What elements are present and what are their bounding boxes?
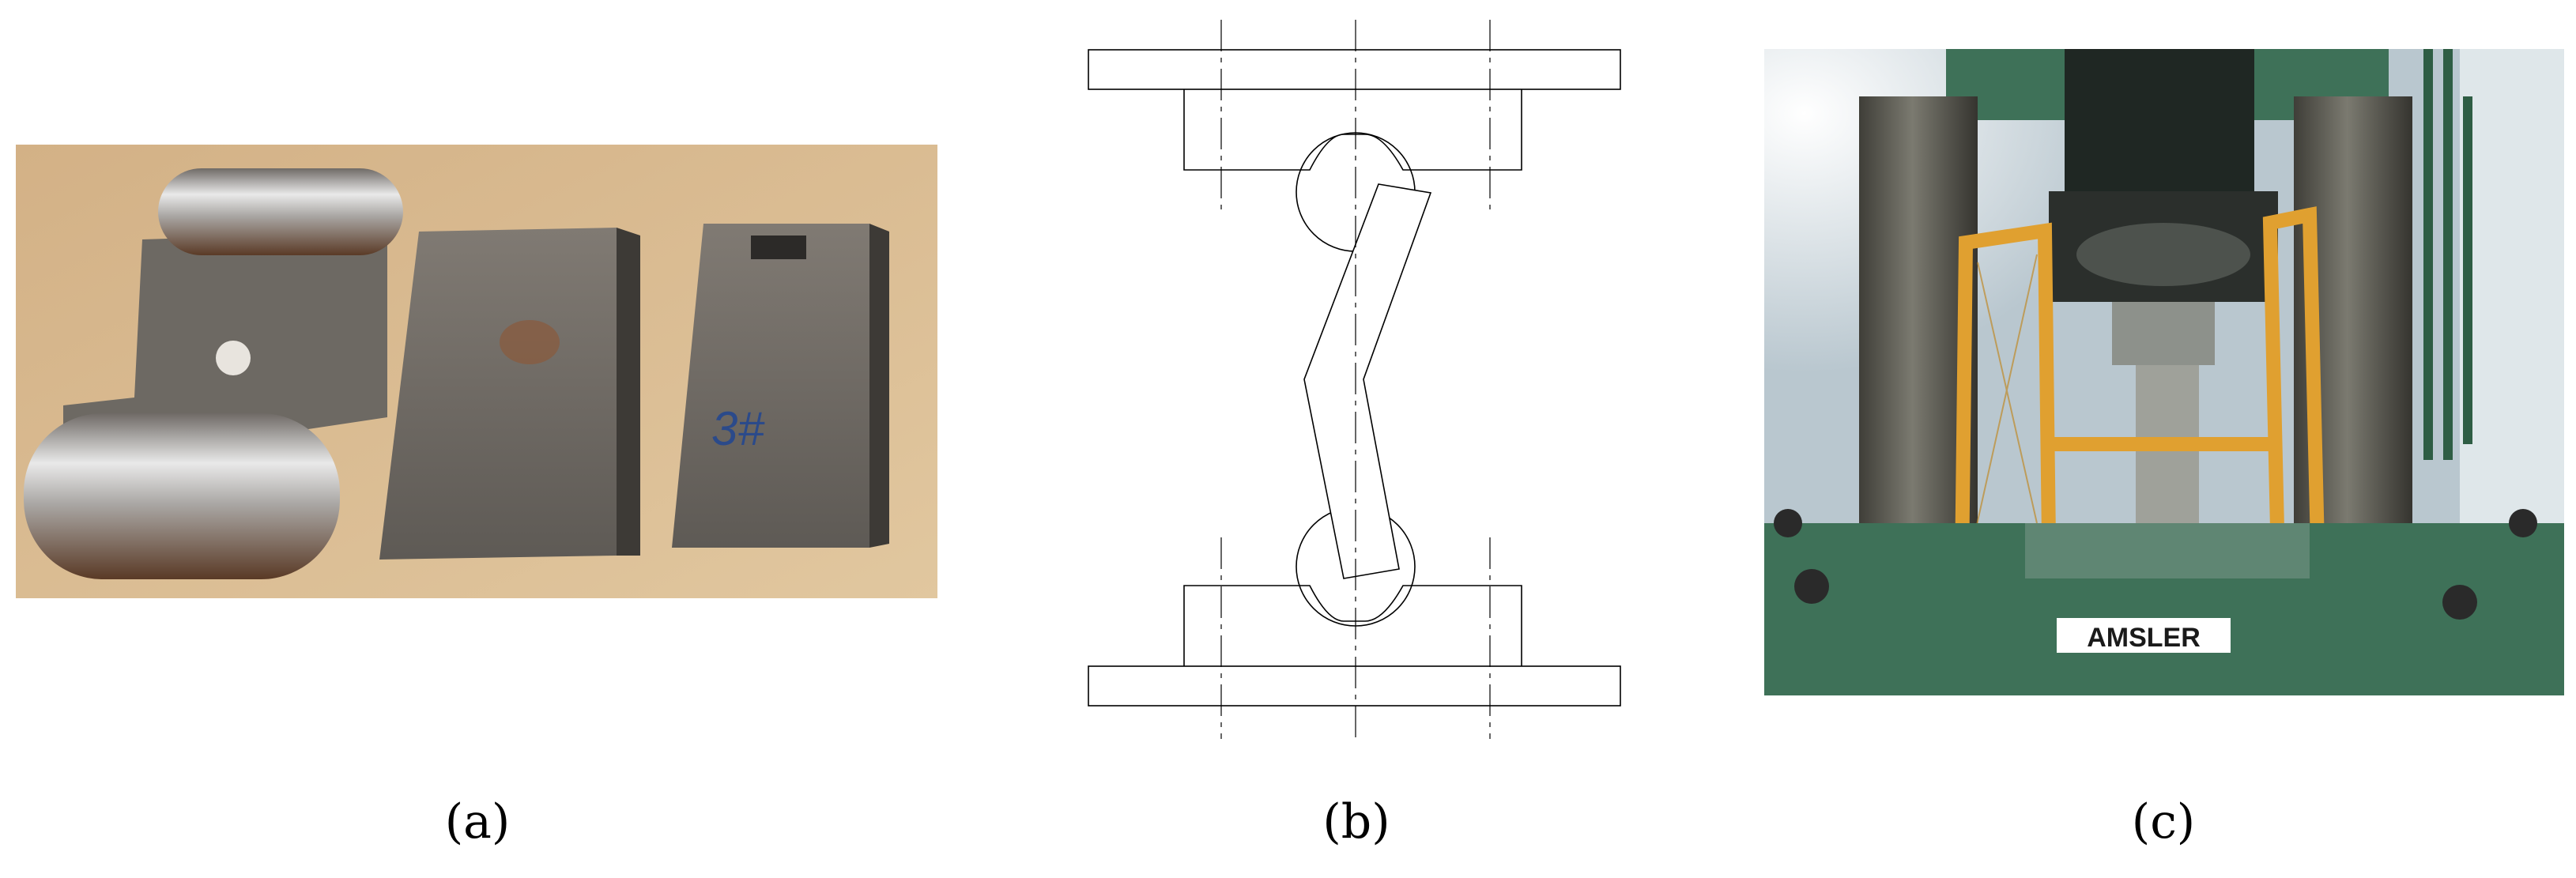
machine-brand-label: AMSLER (2087, 623, 2201, 653)
bottom-plate (1088, 665, 1621, 707)
fixture-schematic (1088, 20, 1621, 739)
panel-b-caption: (b) (1322, 794, 1390, 850)
centre-lines (1220, 20, 1491, 739)
block-specimen-right: 3# (672, 224, 889, 548)
bent-specimen (24, 168, 403, 579)
panel-c-caption: (c) (2131, 794, 2196, 850)
top-support-holder (1183, 89, 1522, 171)
test-machine-photo: AMSLER (1764, 49, 2564, 695)
control-knobs (1774, 509, 2537, 620)
bottom-support-holder (1183, 585, 1522, 666)
bent-specimen-outline (1303, 183, 1432, 579)
panel-a-caption: (a) (444, 794, 511, 850)
specimen-mark-label: 3# (711, 402, 764, 455)
top-plate (1088, 49, 1621, 90)
block-specimen-middle (379, 228, 640, 560)
specimen-photo: 3# (16, 145, 937, 598)
